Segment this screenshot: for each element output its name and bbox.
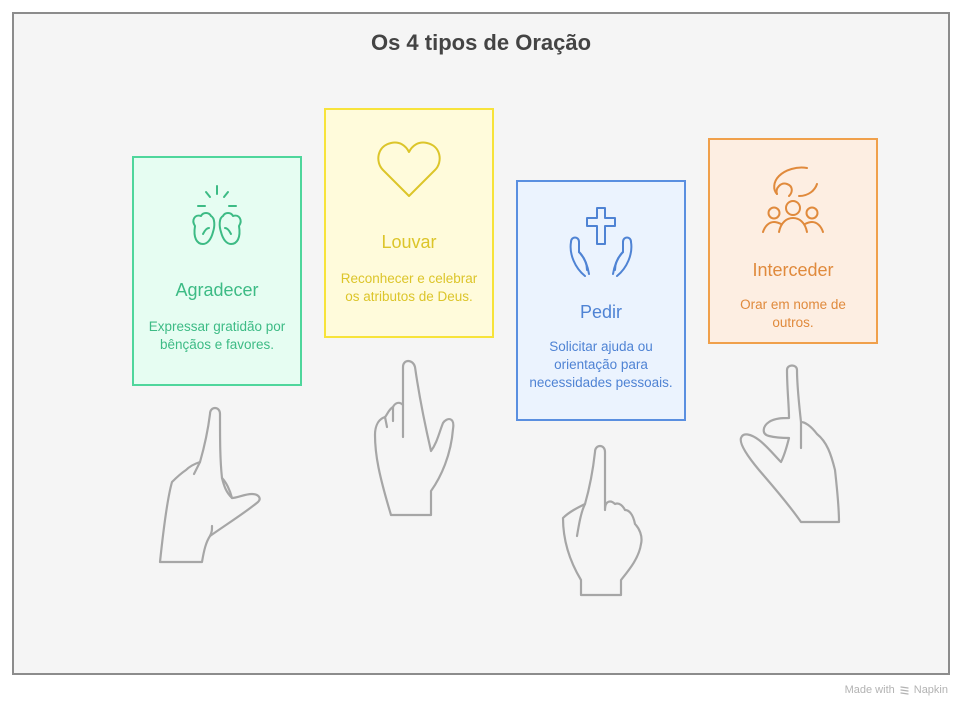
card-interceder: Interceder Orar em nome de outros. [708,138,878,344]
pointing-hand-icon [365,355,465,525]
cross-hands-icon [561,204,641,280]
hand-over-people-icon [757,162,829,238]
card-label: Pedir [579,302,623,322]
card-label: Agradecer [175,280,259,300]
footer-text: Made with [844,684,895,696]
pointing-hand-icon [735,360,850,530]
card-pedir: Pedir Solicitar ajuda ou orientação para… [516,180,686,421]
pointing-hand-icon [555,440,655,600]
card-description: Reconhecer e celebrar os atributos de De… [340,271,478,304]
napkin-logo-icon [900,685,909,695]
diagram-title: Os 4 tipos de Oração [370,30,592,55]
card-description: Solicitar ajuda ou orientação para neces… [529,339,673,390]
card-louvar: Louvar Reconhecer e celebrar os atributo… [324,108,494,338]
card-label: Louvar [381,232,437,252]
card-description: Expressar gratidão por bênçãos e favores… [148,319,286,352]
footer-attribution: Made with Napkin [845,684,948,696]
card-agradecer: Agradecer Expressar gratidão por bênçãos… [132,156,302,386]
footer-brand: Napkin [913,684,948,696]
grateful-hands-icon [179,182,255,254]
card-description: Orar em nome de outros. [740,297,846,330]
card-label: Interceder [752,260,834,280]
pointing-hand-icon [150,400,270,570]
heart-icon [373,138,445,200]
